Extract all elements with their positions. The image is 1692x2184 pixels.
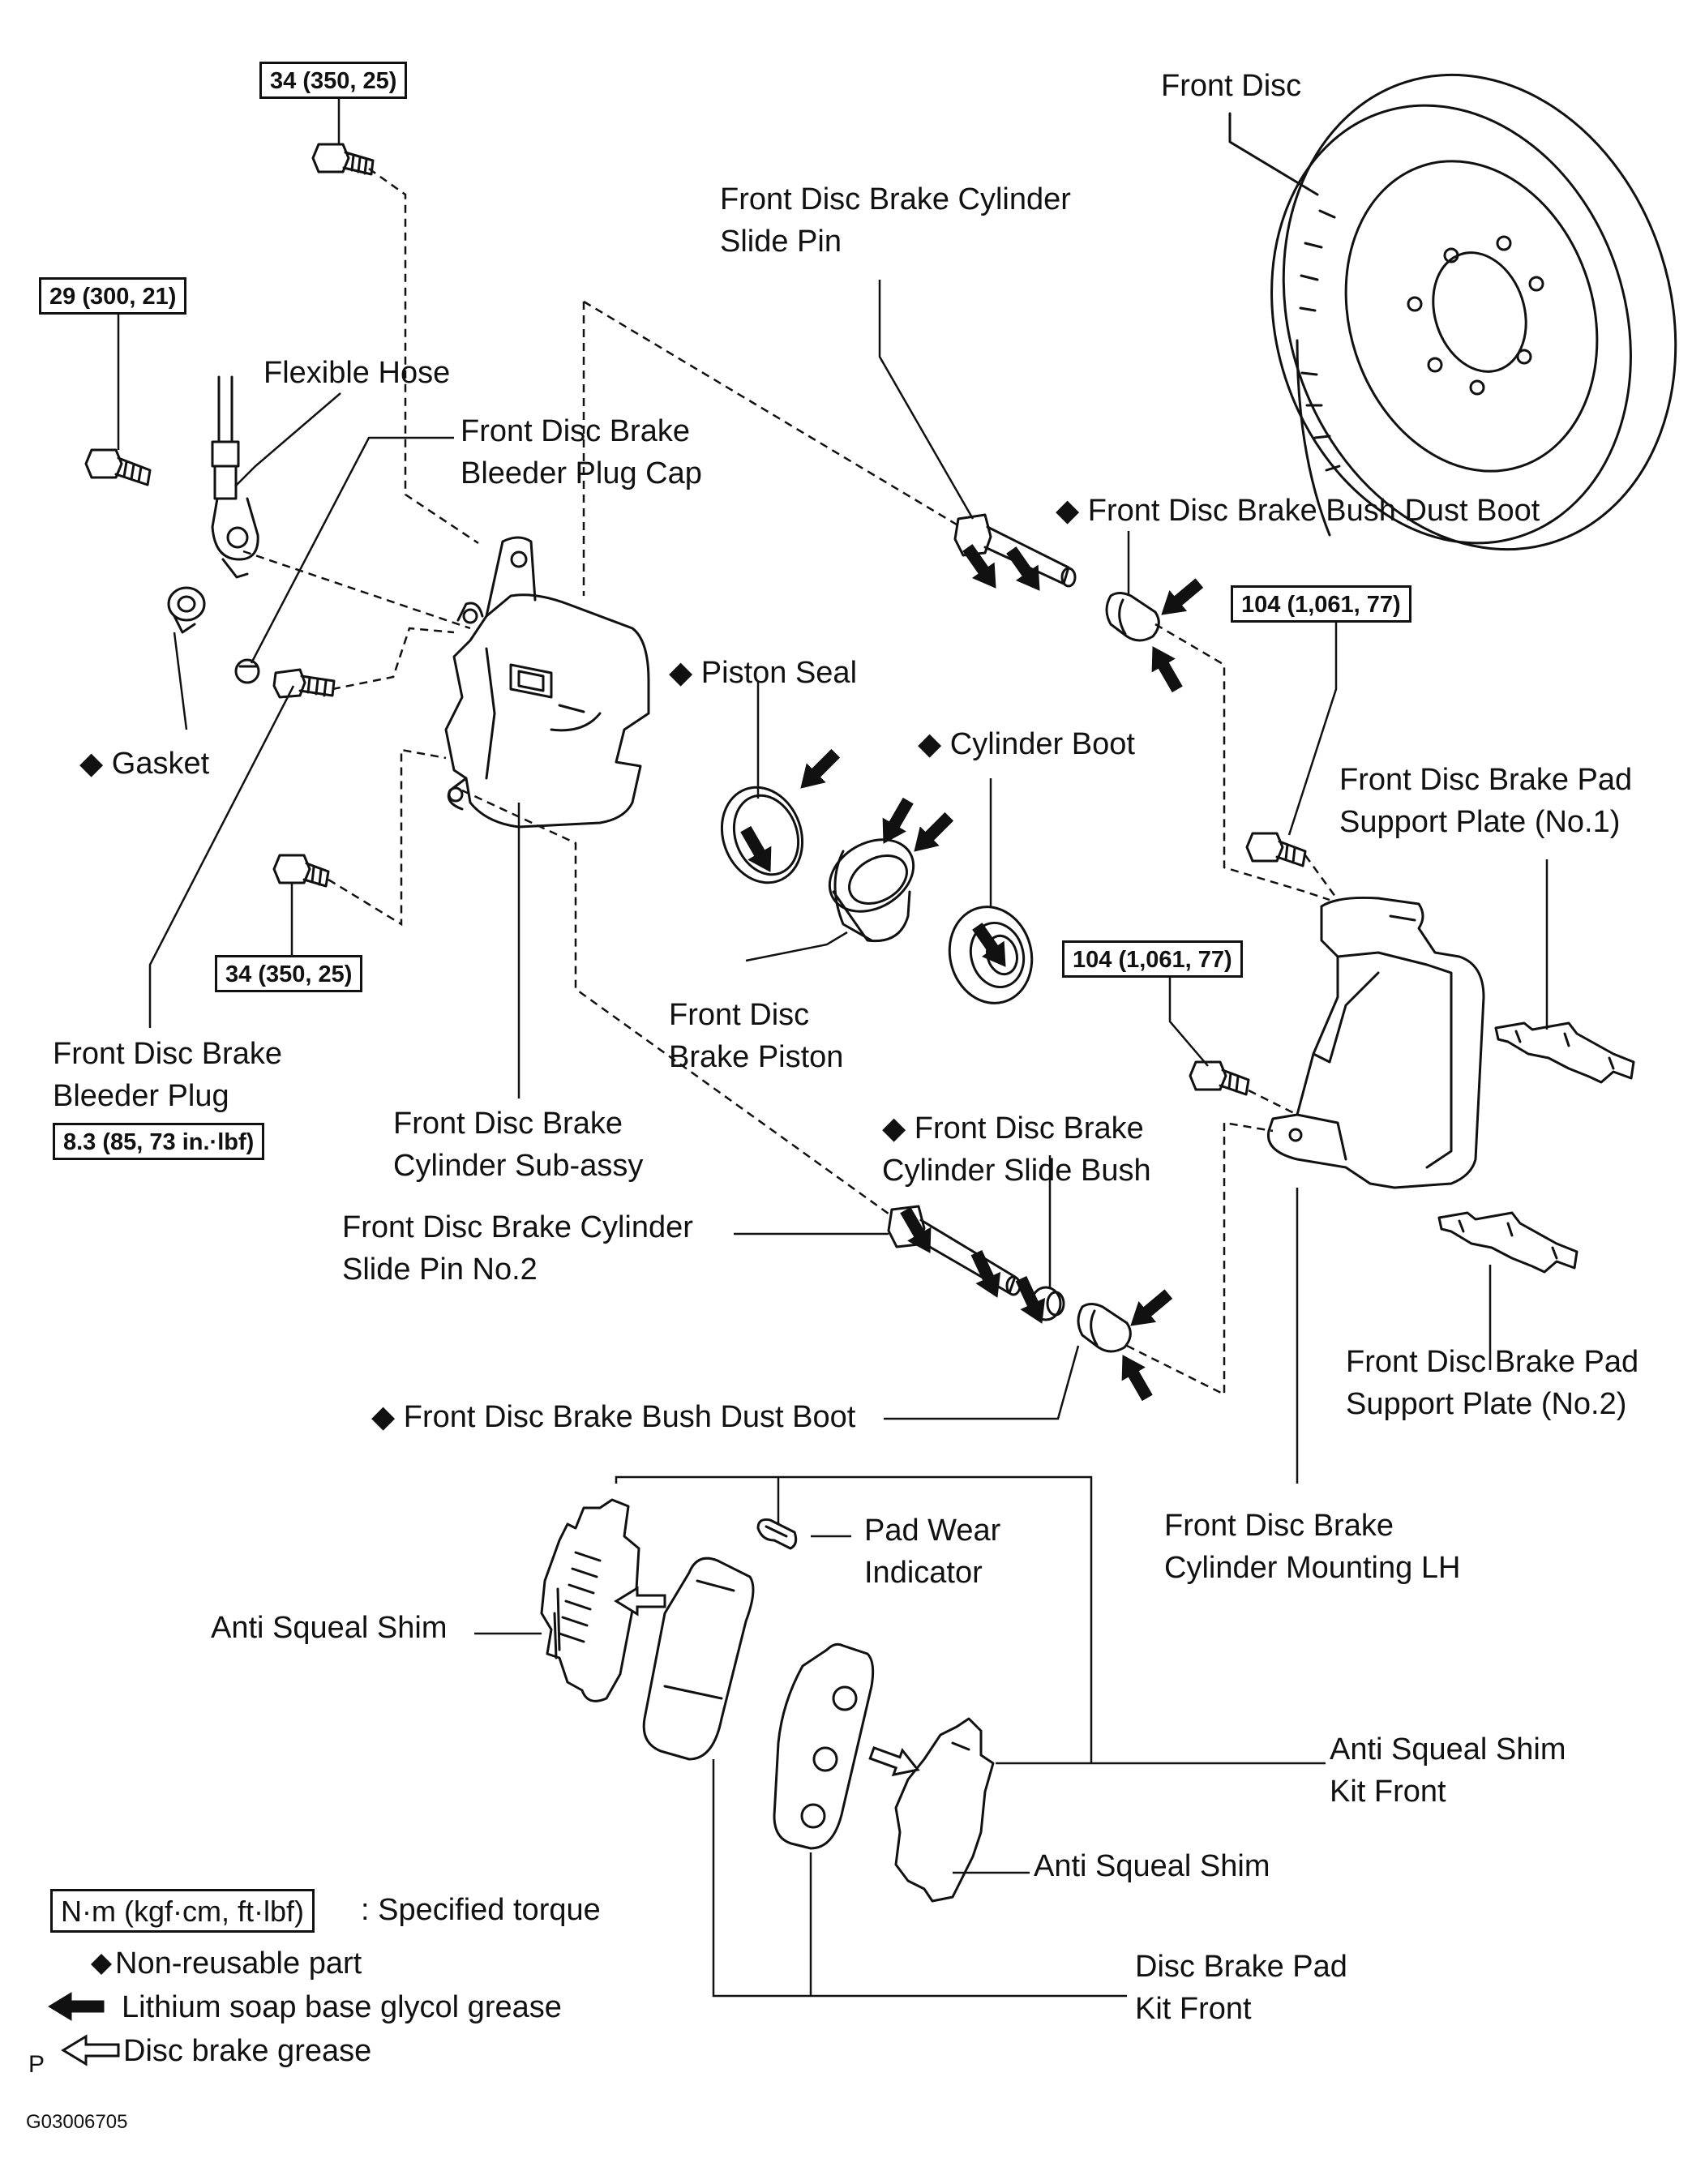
- bracket-pad-kit: [712, 1759, 1127, 1998]
- gasket-part: [167, 586, 206, 634]
- dash-upper-boot: [1154, 623, 1330, 901]
- dash-upper-bolt: [368, 167, 479, 545]
- torque-box-caliper-lower-bolt: 34 (350, 25): [215, 955, 363, 992]
- bush-dust-boot-lower: [1077, 1303, 1132, 1353]
- pad-wear-indicator-part: [756, 1518, 798, 1550]
- label-front-disc: Front Disc: [1161, 69, 1302, 103]
- label-bleeder-plug: Front Disc Brake Bleeder Plug: [53, 1037, 282, 1113]
- bush-dust-boot-upper: [1105, 592, 1160, 642]
- pad-support-plate-2-part: [1437, 1211, 1578, 1274]
- cylinder-boot-part: [948, 906, 1034, 1004]
- legend-solid-arrow-icon: [48, 1992, 105, 2021]
- label-slide-bush: ◆ Front Disc Brake Cylinder Slide Bush: [882, 1111, 1151, 1188]
- dash-lower-bolt: [328, 748, 447, 927]
- disc-grease-arrows: [614, 1586, 920, 1777]
- label-slide-pin-no2: Front Disc Brake Cylinder Slide Pin No.2: [342, 1210, 693, 1287]
- label-brake-piston: Front Disc Brake Piston: [669, 998, 844, 1074]
- caliper-upper-bolt: [311, 143, 375, 176]
- legend-non-reusable: Non-reusable part: [115, 1946, 362, 1981]
- torque-box-bleeder-plug: 8.3 (85, 73 in.·lbf): [53, 1123, 265, 1160]
- label-flexible-hose: Flexible Hose: [263, 356, 451, 390]
- label-anti-squeal-shim-left: Anti Squeal Shim: [211, 1611, 448, 1645]
- bleeder-plug: [272, 668, 336, 699]
- pad-support-plate-1-part: [1494, 1021, 1635, 1084]
- leader-bleeder-plug: [148, 685, 295, 1028]
- disc-brake-pad-outer: [773, 1642, 875, 1850]
- label-bush-dust-boot-upper: ◆ Front Disc Brake Bush Dust Boot: [1056, 494, 1540, 528]
- bracket-shim-kit: [615, 1475, 1093, 1763]
- dash-mount-bolt-upper: [1304, 854, 1339, 901]
- label-cylinder-sub-assy: Front Disc Brake Cylinder Sub-assy: [393, 1107, 644, 1183]
- torque-box-caliper-upper-bolt: 34 (350, 25): [259, 62, 408, 99]
- torque-box-mounting-upper-bolt: 104 (1,061, 77): [1231, 585, 1411, 623]
- label-cylinder-boot: ◆ Cylinder Boot: [918, 727, 1135, 761]
- label-bleeder-plug-cap: Front Disc Brake Bleeder Plug Cap: [460, 414, 702, 490]
- leader-box-mount-upper: [1287, 620, 1338, 836]
- brake-piston-part: [828, 838, 915, 943]
- label-pad-support-plate-1: Front Disc Brake Pad Support Plate (No.1…: [1339, 763, 1633, 839]
- piston-seal-part: [720, 786, 804, 884]
- legend-lithium-grease: Lithium soap base glycol grease: [122, 1990, 562, 2024]
- disc-brake-pad-inner: [642, 1557, 755, 1761]
- label-anti-squeal-shim-kit: Anti Squeal Shim Kit Front: [1330, 1732, 1566, 1809]
- lithium-grease-arrows: [740, 544, 1204, 1402]
- front-disc-rotor: [1270, 73, 1677, 551]
- label-cylinder-mounting: Front Disc Brake Cylinder Mounting LH: [1164, 1509, 1461, 1585]
- leader-front-disc: [1228, 112, 1319, 196]
- leader-slide-pin: [878, 280, 975, 520]
- label-disc-brake-pad-kit: Disc Brake Pad Kit Front: [1135, 1950, 1347, 2026]
- dash-bleeder: [332, 627, 455, 691]
- label-bush-dust-boot-lower: ◆ Front Disc Brake Bush Dust Boot: [371, 1400, 856, 1434]
- cylinder-sub-assy: [444, 536, 650, 829]
- leader-brake-piston: [745, 931, 848, 962]
- label-anti-squeal-shim-right: Anti Squeal Shim: [1034, 1849, 1270, 1883]
- label-piston-seal: ◆ Piston Seal: [669, 656, 858, 690]
- torque-box-mounting-lower-bolt: 104 (1,061, 77): [1062, 940, 1243, 978]
- leader-lower-dust-boot: [884, 1345, 1080, 1420]
- legend-unit-text: : Specified torque: [361, 1893, 601, 1927]
- label-pad-wear-indicator: Pad Wear Indicator: [864, 1514, 1001, 1590]
- cylinder-mounting-part: [1266, 896, 1485, 1189]
- label-pad-support-plate-2: Front Disc Brake Pad Support Plate (No.2…: [1346, 1345, 1639, 1421]
- bleeder-plug-cap: [234, 658, 260, 684]
- legend-disc-grease: Disc brake grease: [123, 2034, 372, 2068]
- dash-lower-boot: [1126, 1121, 1274, 1397]
- anti-squeal-shim-right-part: [894, 1717, 995, 1903]
- caliper-lower-bolt: [272, 854, 330, 888]
- label-gasket: ◆ Gasket: [79, 747, 210, 781]
- leader-gasket: [173, 632, 188, 730]
- dash-mount-bolt-lower: [1248, 1089, 1298, 1116]
- legend-diamond-icon: [91, 1954, 112, 1975]
- footer-mark: P: [28, 2051, 45, 2078]
- footer-code: G03006705: [26, 2111, 128, 2133]
- leader-bleeder-cap: [250, 436, 454, 664]
- leader-flexible-hose: [234, 392, 341, 487]
- dash-hose: [242, 550, 471, 630]
- mounting-lower-bolt: [1189, 1060, 1250, 1096]
- dash-upper-pin: [583, 300, 962, 529]
- legend-unit-box: N·m (kgf·cm, ft·lbf): [50, 1889, 315, 1933]
- leader-box-mount-lower: [1168, 976, 1209, 1067]
- mounting-upper-bolt: [1245, 832, 1307, 867]
- label-slide-pin: Front Disc Brake Cylinder Slide Pin: [720, 182, 1071, 259]
- legend-hollow-arrow-icon: [61, 2034, 120, 2066]
- flexible-hose: [211, 375, 259, 579]
- torque-box-hose-union-bolt: 29 (300, 21): [39, 277, 187, 315]
- anti-squeal-shim-left-part: [540, 1498, 640, 1702]
- legend-glyphs: [48, 1954, 120, 2066]
- hose-union-bolt: [84, 448, 152, 486]
